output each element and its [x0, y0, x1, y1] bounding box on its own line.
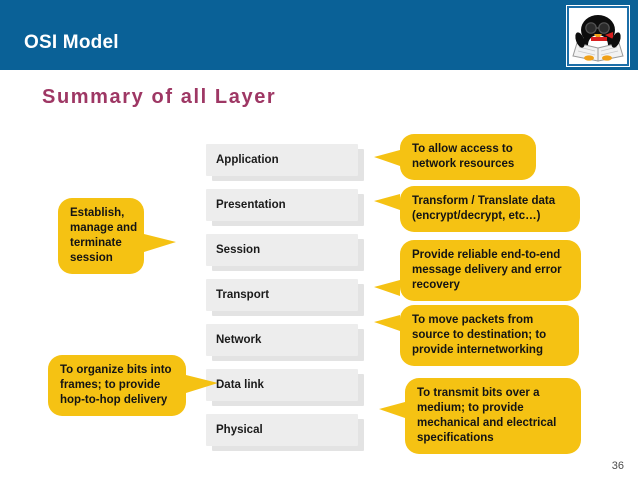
callout-line: network resources — [412, 158, 515, 170]
network-callout: To move packets from source to destinati… — [374, 305, 579, 366]
callout-tail-icon — [374, 315, 400, 331]
datalink-callout: To organize bits into frames; to provide… — [48, 355, 218, 416]
layer-box-session[interactable]: Session — [206, 234, 364, 271]
layer-label: Presentation — [216, 199, 286, 211]
callout-tail-icon — [374, 194, 400, 210]
callout-line: medium; to provide — [417, 402, 524, 414]
penguin-reading-book-logo — [566, 5, 630, 67]
callout-line: specifications — [417, 432, 494, 444]
layer-box-face — [206, 414, 358, 446]
callout-line: Provide reliable end-to-end — [412, 249, 561, 261]
layer-label: Data link — [216, 379, 264, 391]
layer-box-face — [206, 234, 358, 266]
callout-tail-icon — [186, 375, 218, 393]
application-callout: To allow access to network resources — [374, 134, 536, 180]
osi-layer-stack: Application Presentation Session Transpo… — [206, 144, 366, 459]
callout-line: To transmit bits over a — [417, 387, 540, 399]
callout-line: Establish, — [70, 207, 125, 219]
page-title: OSI Model — [24, 32, 119, 53]
layer-label: Network — [216, 334, 262, 346]
callout-line: hop-to-hop delivery — [60, 394, 168, 406]
layer-label: Session — [216, 244, 261, 256]
layer-box-application[interactable]: Application — [206, 144, 364, 181]
callout-tail-icon — [144, 234, 176, 252]
callout-line: source to destination; to — [412, 329, 547, 341]
callout-line: terminate — [70, 237, 122, 249]
callout-line: recovery — [412, 279, 460, 291]
session-callout: Establish, manage and terminate session — [58, 198, 176, 274]
callout-line: To move packets from — [412, 314, 534, 326]
presentation-callout: Transform / Translate data (encrypt/decr… — [374, 186, 580, 232]
layer-box-face — [206, 324, 358, 356]
layer-box-face — [206, 369, 358, 401]
callout-line: (encrypt/decrypt, etc…) — [412, 210, 541, 222]
callout-line: To organize bits into — [60, 364, 172, 376]
transport-callout: Provide reliable end-to-end message deli… — [374, 240, 581, 301]
layer-box-transport[interactable]: Transport — [206, 279, 364, 316]
layer-box-network[interactable]: Network — [206, 324, 364, 361]
layer-label: Physical — [216, 424, 263, 436]
callout-tail-icon — [379, 402, 405, 418]
callout-line: mechanical and electrical — [417, 417, 557, 429]
callout-line: session — [70, 252, 113, 264]
callout-line: manage and — [70, 222, 138, 234]
layer-box-data-link[interactable]: Data link — [206, 369, 364, 406]
callout-line: To allow access to — [412, 143, 513, 155]
callout-line: message delivery and error — [412, 264, 562, 276]
callout-tail-icon — [374, 280, 400, 296]
layer-box-physical[interactable]: Physical — [206, 414, 364, 451]
layer-label: Application — [216, 154, 279, 166]
layer-box-face — [206, 189, 358, 221]
callout-line: provide internetworking — [412, 344, 543, 356]
callout-line: frames; to provide — [60, 379, 161, 391]
layer-box-face — [206, 144, 358, 176]
callout-tail-icon — [374, 150, 400, 166]
layer-box-face — [206, 279, 358, 311]
physical-callout: To transmit bits over a medium; to provi… — [379, 378, 581, 454]
header-bar — [0, 0, 638, 70]
page-number: 36 — [611, 460, 624, 472]
layer-box-presentation[interactable]: Presentation — [206, 189, 364, 226]
layer-label: Transport — [216, 289, 270, 301]
callout-line: Transform / Translate data — [412, 195, 556, 207]
section-heading: Summary of all Layer — [42, 86, 277, 108]
